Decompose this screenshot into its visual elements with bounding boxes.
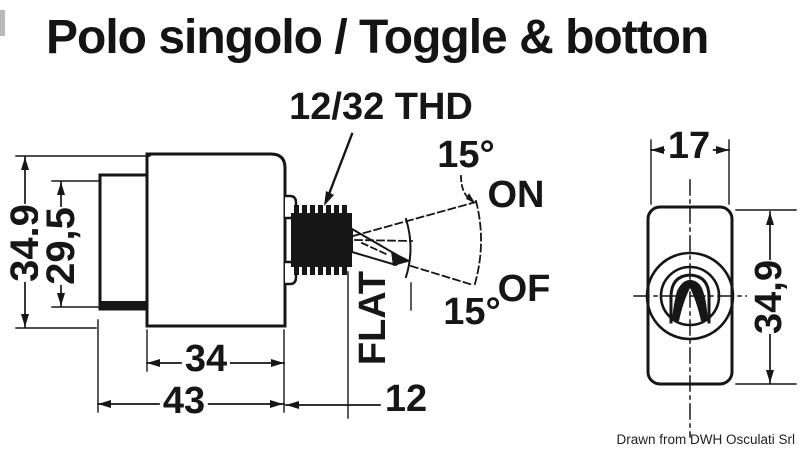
dim-back-body-height: 29,5 bbox=[38, 207, 84, 285]
angle-off-label: 15° bbox=[443, 291, 501, 333]
on-position-label: ON bbox=[487, 174, 545, 216]
center-lines bbox=[633, 179, 757, 438]
off-position-label: OF bbox=[497, 268, 551, 310]
angle-on-label: 15° bbox=[437, 134, 495, 176]
front-view-drawing bbox=[633, 139, 797, 438]
toggle-lever bbox=[351, 227, 411, 267]
thread-bushing bbox=[291, 205, 352, 275]
toggle-arc-fan bbox=[351, 175, 482, 311]
scan-artifact bbox=[0, 10, 5, 36]
dim-front-height: 34,9 bbox=[747, 260, 791, 334]
side-view-drawing bbox=[15, 132, 482, 419]
credit-text: Drawn from DWH Osculati Srl bbox=[616, 432, 795, 447]
thread-spec-label: 12/32 THD bbox=[289, 86, 473, 128]
switch-body bbox=[145, 152, 298, 328]
thd-leader-arrow bbox=[324, 132, 354, 206]
flat-side-label: FLAT bbox=[352, 270, 394, 366]
dim-front-width: 17 bbox=[664, 127, 714, 165]
switch-back-housing bbox=[98, 173, 149, 311]
diagram-title: Polo singolo / Toggle & botton bbox=[46, 11, 709, 64]
dim-overall-length: 43 bbox=[159, 382, 209, 420]
dim-thread-length: 12 bbox=[384, 378, 428, 420]
dim-body-length: 34 bbox=[181, 340, 231, 378]
